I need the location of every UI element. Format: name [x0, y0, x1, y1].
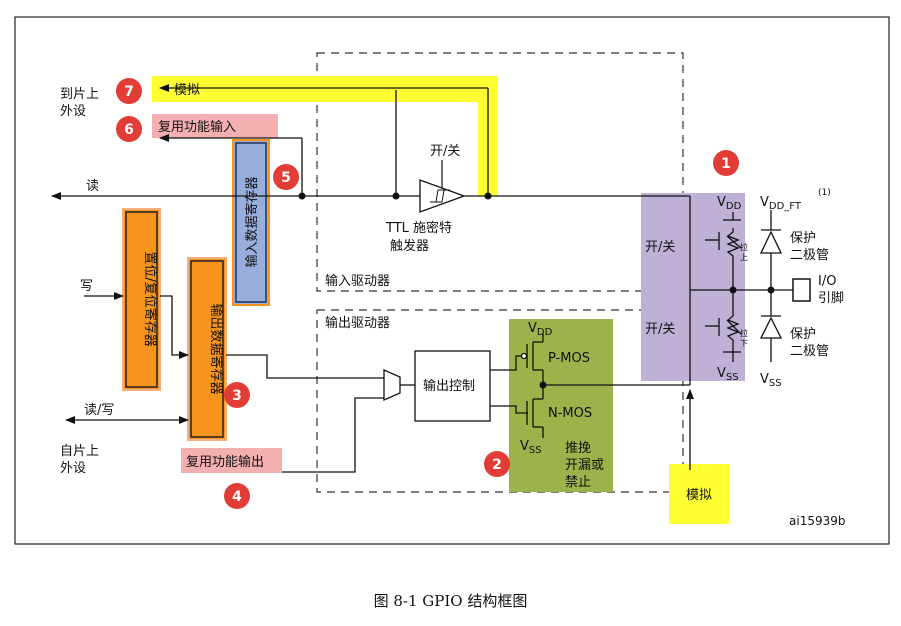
svg-text:4: 4	[232, 489, 242, 505]
pull-up-label-2: 上	[740, 253, 748, 262]
pull-vdd-label: VDD	[717, 195, 742, 212]
af-input-highlight	[152, 114, 278, 138]
schmitt-switch-label: 开/关	[430, 144, 460, 159]
protection-diodes	[759, 210, 783, 362]
svg-text:7: 7	[124, 84, 134, 100]
svg-text:3: 3	[232, 388, 242, 404]
input-data-register	[232, 139, 270, 306]
marker-6: 6	[116, 116, 142, 142]
mos-vss-label: VSS	[520, 439, 542, 456]
vdd-ft-label: VDD_FT	[760, 195, 802, 212]
pmos-label: P-MOS	[548, 351, 590, 366]
input-driver-label: 输入驱动器	[325, 273, 390, 289]
af-output-highlight	[181, 448, 282, 473]
marker-7: 7	[116, 78, 142, 104]
svg-text:6: 6	[124, 122, 134, 138]
svg-text:2: 2	[492, 457, 502, 473]
mode-label-2: 开漏或	[565, 457, 604, 473]
protect-diode-top-1: 保护	[790, 231, 816, 246]
marker-3: 3	[224, 382, 250, 408]
from-peripheral-label-1: 自片上	[60, 444, 99, 459]
pull-down-label-2: 下	[740, 339, 748, 348]
output-driver-region	[316, 309, 684, 493]
switch-label-top: 开/关	[645, 240, 675, 255]
io-pin-label-1: I/O	[818, 274, 836, 289]
output-data-register	[187, 257, 227, 441]
to-peripheral-label-2: 外设	[60, 104, 86, 119]
analog-input-label: 模拟	[174, 83, 200, 98]
pull-down-label-1: 拉	[740, 328, 748, 338]
svg-text:1: 1	[721, 156, 731, 172]
marker-2: 2	[484, 451, 510, 477]
schmitt-label-1: TTL 施密特	[385, 220, 452, 236]
output-data-register-label: 输出数据寄存器	[208, 303, 224, 394]
protect-diode-bottom-1: 保护	[790, 327, 816, 342]
from-peripheral-label-2: 外设	[60, 461, 86, 476]
lavender-switch-box	[641, 193, 745, 381]
analog-output-highlight	[669, 464, 729, 524]
af-output-label: 复用功能输出	[186, 454, 264, 470]
diode-vss-label: VSS	[760, 372, 782, 389]
schmitt-label-2: 触发器	[390, 238, 429, 254]
af-input-label: 复用功能输入	[158, 119, 236, 135]
pull-down-network	[705, 290, 742, 362]
pull-up-label-1: 拉	[740, 242, 748, 252]
switch-label-bottom: 开/关	[645, 322, 675, 337]
bit-set-reset-register	[122, 208, 161, 391]
pull-vss-label: VSS	[717, 366, 739, 383]
marker-1: 1	[713, 150, 739, 176]
marker-4: 4	[224, 483, 250, 509]
pull-up-network	[705, 212, 742, 290]
input-driver-region	[316, 52, 684, 292]
output-control-label: 输出控制	[423, 378, 475, 394]
io-pin-label-2: 引脚	[818, 290, 844, 306]
output-driver-label: 输出驱动器	[325, 315, 390, 331]
mode-label-3: 禁止	[565, 475, 591, 490]
io-pin	[792, 278, 811, 302]
nmos-label: N-MOS	[548, 406, 592, 421]
write-label: 写	[80, 279, 93, 294]
mos-vdd-label: VDD	[528, 321, 553, 338]
vdd-ft-note: (1)	[818, 188, 831, 198]
to-peripheral-label-1: 到片上	[60, 87, 99, 102]
bit-set-reset-register-label: 置位/复位寄存器	[142, 251, 158, 346]
mode-label-1: 推挽	[565, 441, 591, 456]
protect-diode-top-2: 二极管	[790, 248, 829, 263]
olive-mos-box	[509, 319, 613, 492]
read-write-label: 读/写	[84, 403, 114, 418]
nmos-transistor	[526, 385, 544, 438]
ref-code: ai15939b	[789, 514, 845, 528]
marker-5: 5	[273, 164, 299, 190]
output-mux	[383, 369, 401, 401]
read-label: 读	[86, 179, 99, 194]
analog-output-label: 模拟	[686, 488, 712, 503]
output-control-box	[414, 350, 491, 422]
protect-diode-bottom-2: 二极管	[790, 344, 829, 359]
input-data-register-label: 输入数据寄存器	[244, 176, 260, 267]
pmos-transistor	[520, 333, 544, 385]
svg-text:5: 5	[281, 170, 291, 186]
schmitt-trigger	[419, 160, 466, 213]
figure-caption: 图 8-1 GPIO 结构框图	[373, 592, 528, 610]
